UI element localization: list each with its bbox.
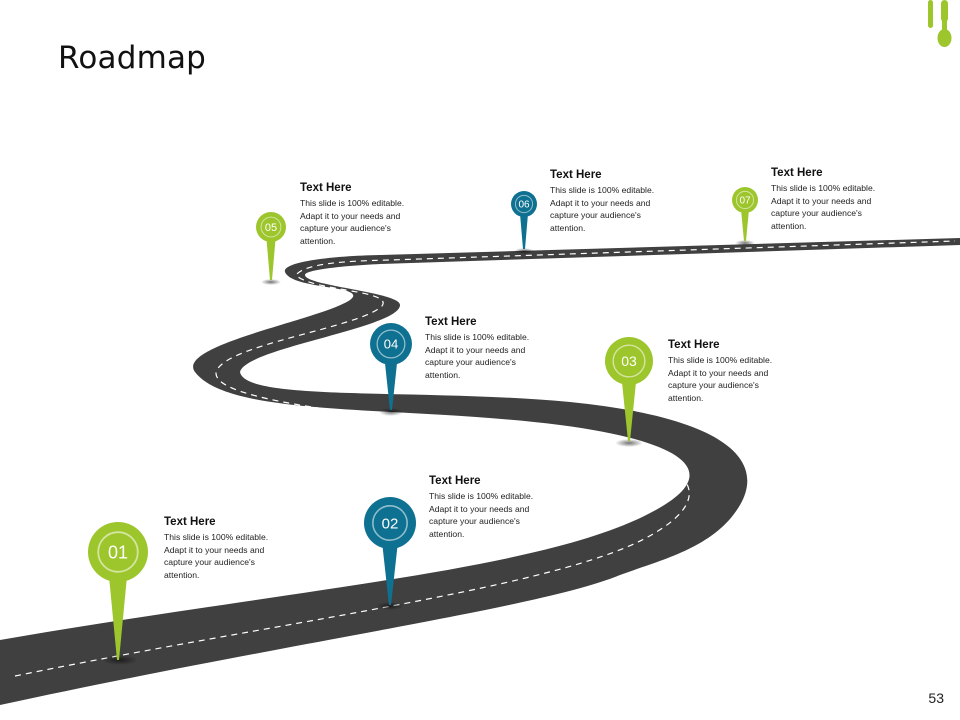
- milestone-description: This slide is 100% editable. Adapt it to…: [429, 491, 534, 539]
- pin-stem: [519, 211, 529, 249]
- pin-head: [511, 191, 537, 217]
- milestone-number: 03: [621, 353, 637, 369]
- milestone-description: This slide is 100% editable. Adapt it to…: [425, 332, 530, 380]
- pin-head: [256, 212, 286, 242]
- milestone-pin-01: 01: [88, 522, 148, 660]
- milestone-description: This slide is 100% editable. Adapt it to…: [771, 183, 876, 231]
- milestone-pin-04: 04: [370, 323, 412, 410]
- pin-stem: [266, 236, 276, 280]
- pin-ring: [376, 329, 406, 359]
- pin-head: [364, 497, 416, 549]
- pin-head: [732, 187, 758, 213]
- page-number: 53: [928, 690, 944, 706]
- road-centerline: [14, 240, 956, 677]
- pin-ring: [735, 190, 755, 210]
- pin-ring: [372, 505, 408, 541]
- pin-stem: [384, 356, 398, 410]
- milestone-heading: Text Here: [550, 169, 602, 181]
- pin-stem: [381, 538, 399, 605]
- pin-shadow: [379, 408, 403, 416]
- page-title: Roadmap: [58, 40, 207, 76]
- milestone-description: This slide is 100% editable. Adapt it to…: [668, 355, 773, 403]
- road-surface: [0, 238, 960, 705]
- pin-shadow: [735, 240, 755, 246]
- milestone-number: 07: [739, 196, 751, 207]
- milestone-number: 05: [265, 222, 277, 234]
- utensils-logo-icon: [928, 0, 952, 47]
- pin-ring: [612, 344, 646, 378]
- milestone-pin-05: 05: [256, 212, 286, 280]
- milestone-number: 04: [384, 337, 398, 352]
- milestone-heading: Text Here: [668, 339, 720, 351]
- pin-head: [88, 522, 148, 582]
- milestone-number: 02: [382, 515, 399, 532]
- milestone-pin-07: 07: [732, 187, 758, 241]
- pin-shadow: [514, 248, 534, 254]
- milestone-heading: Text Here: [164, 516, 216, 528]
- milestone-number: 01: [108, 542, 128, 562]
- pin-shadow: [261, 279, 281, 285]
- milestone-pin-03: 03: [605, 337, 653, 441]
- pin-head: [605, 337, 653, 385]
- milestone-description: This slide is 100% editable. Adapt it to…: [164, 532, 269, 580]
- pin-head: [370, 323, 412, 365]
- milestone-description: This slide is 100% editable. Adapt it to…: [300, 198, 405, 246]
- milestone-heading: Text Here: [429, 475, 481, 487]
- milestone-description: This slide is 100% editable. Adapt it to…: [550, 185, 655, 233]
- pin-ring: [514, 194, 534, 214]
- milestone-heading: Text Here: [771, 167, 823, 179]
- milestone-heading: Text Here: [425, 316, 477, 328]
- pin-ring: [260, 216, 282, 238]
- milestone-pin-02: 02: [364, 497, 416, 605]
- pin-stem: [108, 570, 128, 660]
- milestone-pin-06: 06: [511, 191, 537, 249]
- pin-shadow: [615, 439, 643, 447]
- pin-ring: [97, 531, 139, 573]
- milestone-heading: Text Here: [300, 182, 352, 194]
- pin-shadow: [102, 655, 138, 665]
- pin-shadow: [376, 602, 404, 610]
- pin-stem: [621, 375, 637, 441]
- milestone-number: 06: [518, 200, 530, 211]
- pin-stem: [740, 207, 750, 241]
